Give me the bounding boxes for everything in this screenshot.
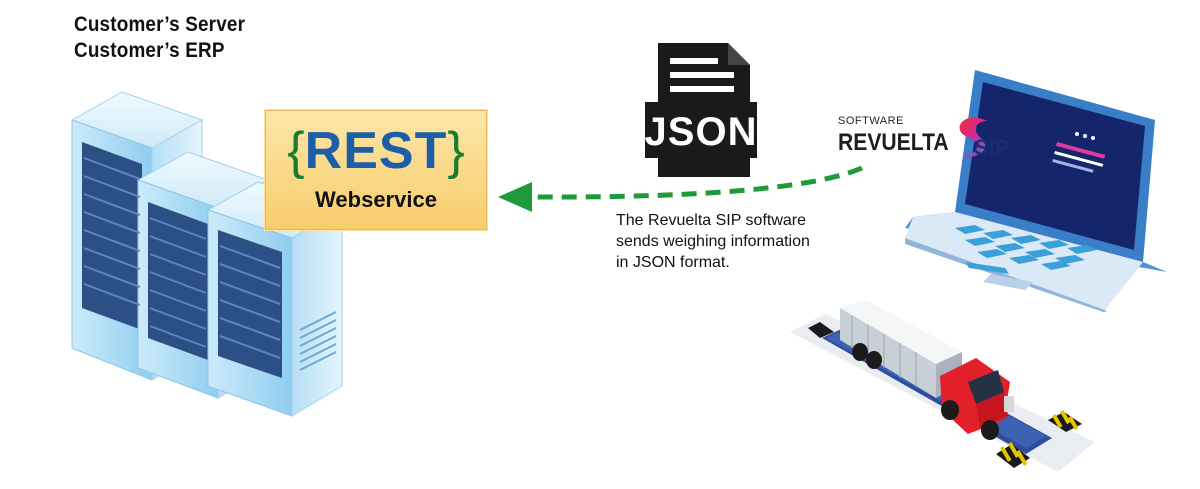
server-title-line1: Customer’s Server bbox=[74, 13, 246, 36]
sip-swoosh-icon bbox=[959, 117, 988, 158]
description-line3: in JSON format. bbox=[616, 254, 730, 271]
brand-wordmark: REVUELTA SIP bbox=[838, 117, 1018, 163]
json-file-icon: JSON bbox=[640, 40, 762, 180]
rest-webservice-box: {REST} Webservice bbox=[265, 110, 487, 230]
brand-software-label: SOFTWARE bbox=[838, 115, 904, 127]
truck-on-scale-icon bbox=[790, 292, 1095, 487]
server-title: Customer’s Server Customer’s ERP bbox=[74, 12, 264, 64]
server-rack-icon bbox=[60, 80, 360, 425]
rest-word: REST bbox=[304, 122, 448, 180]
rest-brace-open: { bbox=[287, 122, 305, 180]
data-flow-arrow bbox=[490, 150, 870, 225]
server-title-line2: Customer’s ERP bbox=[74, 39, 225, 62]
rest-brace-close: } bbox=[447, 122, 465, 180]
json-label: JSON bbox=[644, 110, 758, 154]
description-text: The Revuelta SIP software sends weighing… bbox=[616, 210, 810, 273]
webservice-label: Webservice bbox=[315, 187, 437, 212]
brand-name: REVUELTA bbox=[838, 129, 949, 156]
description-line2: sends weighing information bbox=[616, 233, 810, 250]
brand-suffix: SIP bbox=[974, 135, 1010, 160]
description-line1: The Revuelta SIP software bbox=[616, 212, 807, 229]
revuelta-sip-logo: SOFTWARE REVUELTA SIP bbox=[838, 115, 1018, 163]
rest-logo: {REST} bbox=[266, 121, 486, 181]
laptop-icon bbox=[905, 62, 1170, 317]
